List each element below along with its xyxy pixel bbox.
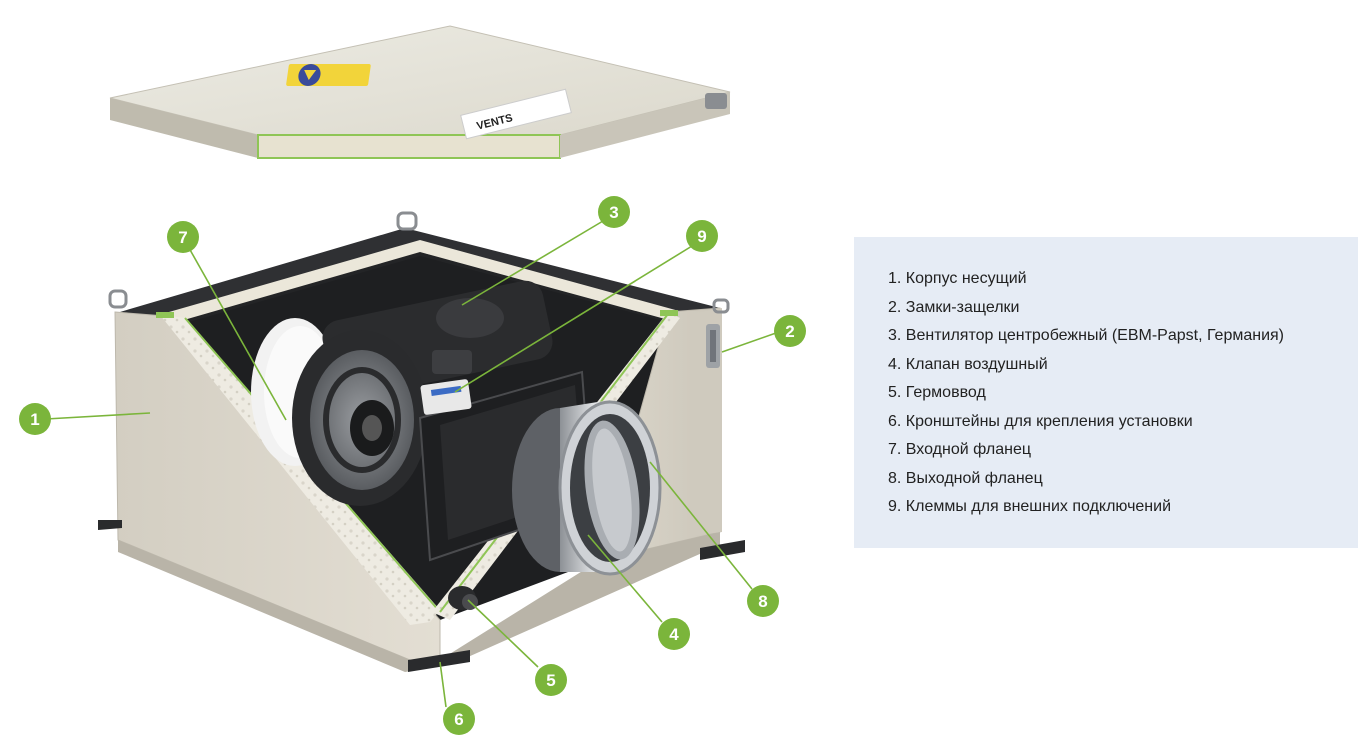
legend-item: 7. Входной фланец xyxy=(888,441,1032,458)
lifting-handle-icon xyxy=(396,211,418,231)
brand-sticker xyxy=(286,64,371,86)
lifting-handle-icon xyxy=(712,298,730,314)
callout-6: 6 xyxy=(443,703,475,735)
lifting-handle-icon xyxy=(108,289,128,309)
lid-latch-icon xyxy=(705,93,727,109)
legend-item: 8. Выходной фланец xyxy=(888,469,1043,487)
callout-1: 1 xyxy=(19,403,51,435)
lid: VENTS xyxy=(109,25,731,159)
legend-list: 1. Корпус несущий 2. Замки-защелки 3. Ве… xyxy=(854,237,1358,522)
callout-7: 7 xyxy=(167,221,199,253)
air-damper xyxy=(584,420,640,560)
legend-item: 5. Гермоввод xyxy=(888,384,986,401)
svg-text:1: 1 xyxy=(30,410,39,429)
svg-text:5: 5 xyxy=(546,671,555,690)
svg-text:2: 2 xyxy=(785,322,794,341)
svg-text:8: 8 xyxy=(758,592,767,611)
callout-2: 2 xyxy=(774,315,806,347)
svg-text:7: 7 xyxy=(178,228,187,247)
legend-item: 6. Кронштейны для крепления установки xyxy=(888,412,1193,430)
legend-panel: 1. Корпус несущий 2. Замки-защелки 3. Ве… xyxy=(854,237,1358,548)
svg-text:4: 4 xyxy=(669,625,679,644)
legend-item: 9. Клеммы для внешних подключений xyxy=(888,498,1172,515)
leader-lines xyxy=(45,220,777,708)
callout-9: 9 xyxy=(686,220,718,252)
centrifugal-fan xyxy=(292,280,594,562)
legend-item: 4. Клапан воздушный xyxy=(888,355,1048,373)
svg-text:6: 6 xyxy=(454,710,463,729)
svg-text:3: 3 xyxy=(609,203,618,222)
callout-5: 5 xyxy=(535,664,567,696)
svg-text:9: 9 xyxy=(697,227,706,246)
vents-logo-label: VENTS xyxy=(460,88,572,140)
mounting-brackets xyxy=(98,520,745,672)
legend-item: 1. Корпус несущий xyxy=(888,270,1027,287)
legend-item: 2. Замки-защелки xyxy=(888,298,1020,316)
callout-4: 4 xyxy=(658,618,690,650)
latch-icon xyxy=(706,324,720,368)
callout-8: 8 xyxy=(747,585,779,617)
legend-item: 3. Вентилятор центробежный (EBM-Papst, Г… xyxy=(888,327,1285,344)
callout-3: 3 xyxy=(598,196,630,228)
